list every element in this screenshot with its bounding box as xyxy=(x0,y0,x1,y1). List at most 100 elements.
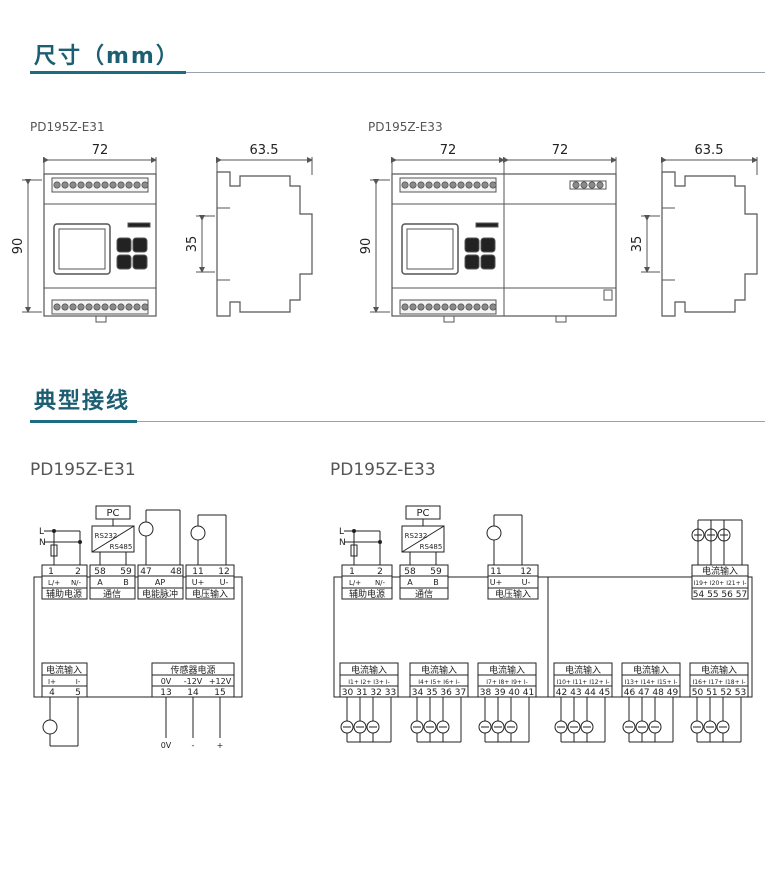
e33-rail-label: 35 xyxy=(630,236,645,253)
terminal-screw xyxy=(457,303,465,311)
terminal-screw xyxy=(449,303,457,311)
e33-t1: 1 xyxy=(349,567,355,577)
terminal-screw xyxy=(425,303,433,311)
e33-rs232: RS232 xyxy=(405,532,428,540)
e33-line-L: L xyxy=(339,527,344,537)
terminal-screw xyxy=(489,303,497,311)
e31-t2: 2 xyxy=(75,567,81,577)
e31-bottom-minus: - xyxy=(192,741,195,750)
terminal-screw xyxy=(449,181,457,189)
e33-curr-sub-3: I7+ I8+ I9+ I- xyxy=(486,679,528,686)
terminal-screw xyxy=(481,303,489,311)
terminal-screw xyxy=(417,181,425,189)
e33-height-label: 90 xyxy=(359,238,374,255)
terminal-screw xyxy=(141,303,149,311)
dimensions-rule-accent xyxy=(30,71,186,74)
e31-nminus: N/- xyxy=(71,579,82,587)
terminal-screw xyxy=(93,303,101,311)
terminal-screw xyxy=(441,303,449,311)
terminal-screw xyxy=(69,303,77,311)
e33-curr-nums-6: 50 51 52 53 xyxy=(692,688,746,698)
e31-depth-label: 63.5 xyxy=(250,143,279,158)
e33-curr-nums-4: 42 43 44 45 xyxy=(556,688,610,698)
e33-width-label-2: 72 xyxy=(552,143,569,158)
terminal-screw xyxy=(101,303,109,311)
terminal-screw xyxy=(433,181,441,189)
e33-width-label-1: 72 xyxy=(440,143,457,158)
dim-model-e31: PD195Z-E31 xyxy=(30,120,105,134)
terminal-screw xyxy=(596,181,604,189)
e33-line-N: N xyxy=(339,538,346,548)
e31-lplus: L/+ xyxy=(48,579,60,587)
terminal-screw xyxy=(117,303,125,311)
terminal-screw xyxy=(409,303,417,311)
e31-rail-label: 35 xyxy=(185,236,200,253)
dim-model-e33: PD195Z-E33 xyxy=(368,120,443,134)
terminal-screw xyxy=(101,181,109,189)
e33-curr-sub-5: I13+ I14+ I15+ I- xyxy=(625,679,678,686)
e31-pc-label: PC xyxy=(106,508,119,519)
e31-Uplus: U+ xyxy=(192,578,205,587)
e31-t48: 48 xyxy=(170,567,182,577)
e31-t13: 13 xyxy=(160,688,171,698)
terminal-screw xyxy=(580,181,588,189)
e31-AP: AP xyxy=(155,578,165,587)
e33-aux-power: 辅助电源 xyxy=(349,588,385,600)
terminal-screw xyxy=(77,181,85,189)
terminal-screw xyxy=(53,181,61,189)
e33-t59: 59 xyxy=(430,567,442,577)
terminal-screw xyxy=(433,303,441,311)
terminal-screw xyxy=(141,181,149,189)
e31-volt-in: 电压输入 xyxy=(192,588,228,600)
e33-pc-label: PC xyxy=(416,508,429,519)
e33-curr-in-label-6: 电流输入 xyxy=(701,664,737,676)
e33-curr-nums-5: 46 47 48 49 xyxy=(624,688,679,698)
e31-Iplus: I+ xyxy=(48,678,56,686)
terminal-screw xyxy=(93,181,101,189)
e31-A: A xyxy=(97,578,103,587)
e31-t59: 59 xyxy=(120,567,132,577)
terminal-screw xyxy=(481,181,489,189)
terminal-screw xyxy=(85,303,93,311)
e31-rs485: RS485 xyxy=(110,543,133,551)
e31-t5: 5 xyxy=(75,688,81,698)
terminal-screw xyxy=(473,303,481,311)
e33-curr-sub-6: I16+ I17+ I18+ I- xyxy=(693,679,746,686)
terminal-screw xyxy=(572,181,580,189)
e31-t58: 58 xyxy=(94,567,106,577)
e31-0V: 0V xyxy=(161,677,172,686)
terminal-screw xyxy=(401,303,409,311)
e33-t58: 58 xyxy=(404,567,416,577)
terminal-screw xyxy=(109,303,117,311)
e33-depth-label: 63.5 xyxy=(695,143,724,158)
terminal-screw xyxy=(77,303,85,311)
e31-curr-in: 电流输入 xyxy=(46,664,82,676)
terminal-screw xyxy=(401,181,409,189)
e31-bottom-plus: + xyxy=(217,741,224,750)
dimensions-title: 尺寸（mm） xyxy=(34,44,180,69)
terminal-screw xyxy=(125,303,133,311)
e33-Uminus: U- xyxy=(522,578,531,587)
e31-line-N: N xyxy=(39,538,46,548)
e33-g7-sub: I19+ I20+ I21+ I- xyxy=(694,580,747,587)
e31-rs232: RS232 xyxy=(95,532,118,540)
e33-A: A xyxy=(407,578,413,587)
e31-side-view xyxy=(196,157,313,317)
terminal-screw xyxy=(465,303,473,311)
dimensions-rule xyxy=(185,72,765,73)
e33-side-view xyxy=(641,157,758,317)
e33-rs485: RS485 xyxy=(420,543,443,551)
e31-t47: 47 xyxy=(140,567,151,577)
terminal-screw xyxy=(53,303,61,311)
e31-pulse: 电能脉冲 xyxy=(142,588,178,600)
e33-top-curr-in: 电流输入 xyxy=(702,565,738,577)
terminal-screw xyxy=(489,181,497,189)
terminal-screw xyxy=(125,181,133,189)
wiring-rule xyxy=(136,421,765,422)
wiring-model-e31: PD195Z-E31 xyxy=(30,460,136,480)
terminal-screw xyxy=(61,303,69,311)
e33-curr-sub-1: I1+ I2+ I3+ I- xyxy=(348,679,390,686)
e31-t11: 11 xyxy=(192,567,203,577)
e33-curr-in-label-5: 电流输入 xyxy=(633,664,669,676)
